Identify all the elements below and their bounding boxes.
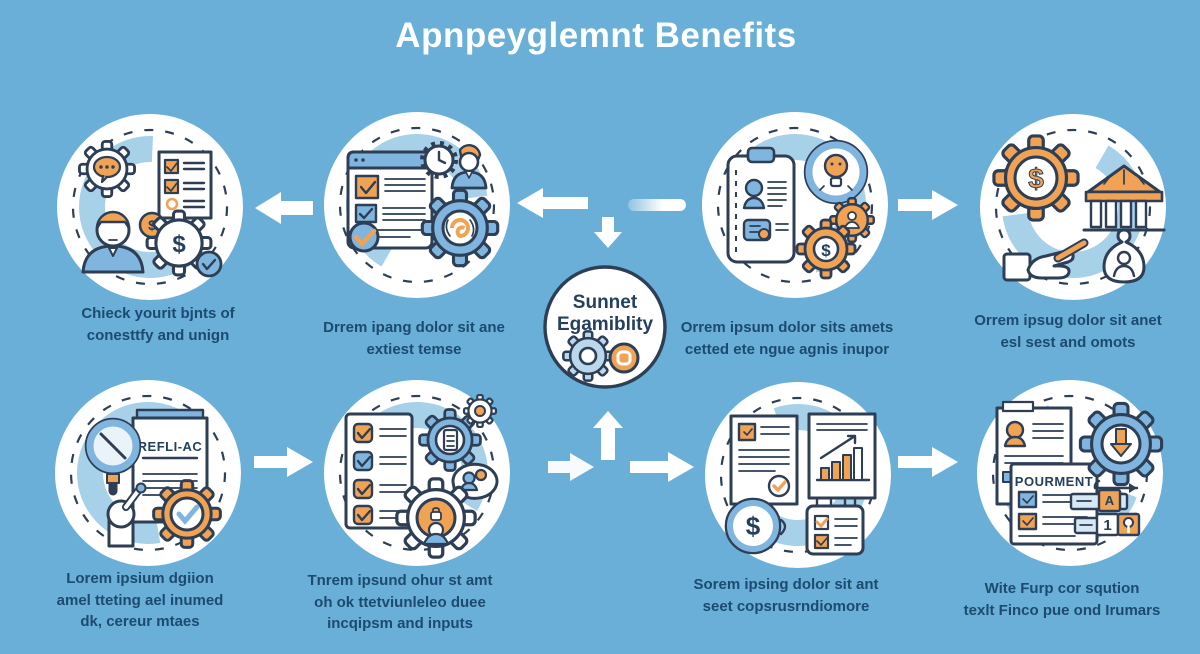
caption-line: amel tteting ael inumed: [56, 591, 224, 609]
arrow-right-icon: [548, 453, 594, 481]
center-label-line1: Sunnet: [573, 292, 638, 313]
page-title: Apnpeyglemnt Benefits: [395, 16, 797, 55]
payment-docs-download-gear-blocks-icon: POURMENT A 1: [977, 380, 1164, 566]
benefit-circle-1: $ $: [55, 112, 245, 302]
profile-gears-money-checklist-icon: $ $: [57, 114, 243, 300]
benefit-circle-8: POURMENT A 1: [975, 378, 1165, 568]
document-title: REFLI-AC: [138, 439, 203, 454]
arrow-right-icon: [898, 447, 958, 477]
caption-6: Tnrem ipsund ohur st amt oh ok ttetviunl…: [260, 570, 540, 635]
caption-2: Drrem ipang dolor sit ane extiest temse: [274, 317, 554, 360]
caption-5: Lorem ipsium dgiion amel tteting ael inu…: [0, 568, 280, 633]
caption-1: Chieck yourit bjnts of conesttfy and uni…: [18, 303, 298, 346]
caption-line: Orrem ipsug dolor sit anet: [974, 312, 1162, 329]
caption-line: Chieck yourit bjnts of: [81, 305, 235, 322]
document-title: POURMENT: [1015, 474, 1093, 489]
benefit-circle-5: REFLI-AC: [53, 378, 243, 568]
checklist-gears-people-chat-icon: [324, 380, 510, 566]
arrow-left-icon: [517, 188, 588, 218]
center-circle: Sunnet Egamiblity: [540, 262, 670, 392]
dollar-glyph: $: [821, 241, 831, 260]
dollar-glyph: $: [172, 231, 186, 258]
caption-line: oh ok ttetviunleleo duee: [314, 593, 486, 611]
arrow-down-icon: [594, 217, 622, 248]
center-gear-badge-icon: Sunnet Egamiblity: [543, 265, 667, 389]
benefit-circle-4: $: [978, 112, 1168, 302]
caption-3: Orrem ipsum dolor sits amets cetted ete …: [647, 317, 927, 360]
caption-8: Wite Furp cor sqution texlt Finco pue on…: [922, 578, 1200, 621]
dollar-glyph: $: [746, 511, 761, 541]
caption-line: Orrem ipsum dolor sits amets: [680, 319, 894, 336]
caption-4: Orrem ipsug dolor sit anet esl sest and …: [928, 310, 1200, 353]
caption-line: Sorem ipsing dolor sit ant: [693, 576, 879, 593]
caption-line: Wite Furp cor sqution: [984, 580, 1140, 597]
arrow-right-icon: [254, 447, 313, 477]
benefit-circle-3: $: [700, 110, 890, 300]
benefit-circle-2: [322, 110, 512, 300]
caption-line: extiest temse: [366, 340, 462, 358]
caption-line: Drrem ipang dolor sit ane: [323, 319, 505, 336]
dollar-glyph: $: [148, 217, 156, 233]
magnifier-document-check-gear-icon: REFLI-AC: [55, 380, 241, 566]
arrow-right-icon: [630, 452, 694, 482]
caption-line: incqipsm and inputs: [327, 615, 473, 632]
caption-line: Tnrem ipsund ohur st amt: [307, 572, 493, 589]
browser-checklist-clock-target-gear-icon: [324, 112, 510, 298]
caption-line: conesttfy and unign: [86, 326, 230, 344]
center-label-line2: Egamiblity: [557, 314, 654, 335]
caption-7: Sorem ipsing dolor sit ant seet copsrusr…: [646, 574, 926, 617]
caption-line: Lorem ipsium dgiion: [66, 570, 214, 587]
caption-line: texlt Finco pue ond Irumars: [963, 601, 1161, 619]
block-1-label: 1: [1103, 517, 1111, 534]
caption-line: cetted ete ngue agnis inupor: [684, 340, 890, 358]
benefit-circle-6: [322, 378, 512, 568]
benefit-circle-7: $: [703, 380, 893, 570]
arrow-up-icon: [593, 411, 623, 460]
arrow-left-icon: [255, 192, 313, 224]
caption-line: esl sest and omots: [1000, 333, 1136, 351]
arrow-shaft-icon: [628, 199, 686, 211]
report-barchart-coin-notepad-icon: $: [705, 382, 891, 568]
dollar-gear-building-hand-moneybag-icon: $: [980, 114, 1166, 300]
block-a-label: A: [1105, 493, 1115, 508]
caption-line: seet copsrusrndiomore: [702, 597, 870, 615]
caption-line: dk, cereur mtaes: [80, 613, 200, 630]
clipboard-lightbulb-money-gears-icon: $: [702, 112, 888, 298]
dollar-glyph: $: [1028, 163, 1044, 194]
arrow-right-icon: [898, 190, 958, 220]
